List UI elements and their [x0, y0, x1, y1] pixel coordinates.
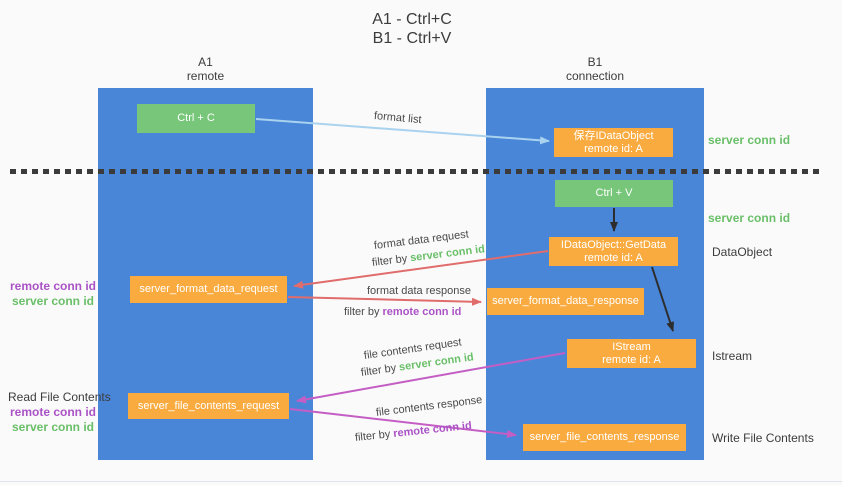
remote-conn-id-text-2: remote conn id	[382, 306, 462, 318]
server-format-data-response-label: server_format_data_response	[492, 295, 639, 307]
server-file-contents-response-label: server_file_contents_response	[529, 431, 680, 443]
remote-conn-id-mid: remote conn id	[10, 279, 97, 293]
annotation-read-file-contents: Read File Contents	[8, 390, 111, 404]
remote-conn-id-bottom: remote conn id	[10, 405, 97, 419]
remote-conn-id-text-4: remote conn id	[392, 419, 473, 440]
istream-line1: IStream	[612, 340, 651, 353]
server-conn-id-left-bottom: server conn id	[11, 420, 94, 434]
lane-a-header: A1 remote	[98, 55, 313, 83]
node-ctrl-v: Ctrl + V	[555, 180, 673, 207]
filter-by-text-4: filter by	[354, 428, 394, 444]
ctrl-c-label: Ctrl + C	[177, 112, 215, 124]
filter-by-text-3: filter by	[360, 361, 400, 379]
title-line-b1: B1 - Ctrl+V	[372, 30, 452, 47]
annotation-dataobject: DataObject	[712, 245, 773, 259]
annotation-left-bottom-ids: remote conn id server conn id	[10, 405, 97, 435]
annotation-istream: Istream	[712, 349, 753, 363]
annotation-write-file-contents: Write File Contents	[712, 431, 814, 445]
server-format-data-request-label: server_format_data_request	[139, 283, 278, 295]
edge-label-format-data-response: format data response	[367, 285, 471, 297]
title-line-a1: A1 - Ctrl+C	[372, 11, 452, 28]
node-save-idataobject: 保存IDataObject remote id: A	[554, 128, 673, 157]
server-file-contents-request-label: server_file_contents_request	[137, 399, 280, 412]
edge-label-format-list: format list	[373, 110, 423, 127]
edge-label-filter-remote-4: filter by remote conn id	[354, 420, 472, 444]
lane-b-name: B1	[587, 55, 603, 69]
node-getdata: IDataObject::GetData remote id: A	[549, 237, 678, 266]
getdata-line2: remote id: A	[584, 251, 643, 264]
node-istream: IStream remote id: A	[567, 339, 696, 368]
diagram-title: A1 - Ctrl+C B1 - Ctrl+V	[0, 10, 824, 48]
filter-by-text-2: filter by	[344, 306, 383, 318]
save-idataobject-line1: 保存IDataObject	[573, 129, 654, 142]
lane-b-subtitle: connection	[565, 69, 625, 83]
lane-a-name: A1	[198, 55, 213, 69]
ctrl-v-label: Ctrl + V	[595, 187, 633, 199]
server-conn-id-left-mid: server conn id	[11, 294, 94, 308]
edge-label-filter-remote-2: filter by remote conn id	[344, 306, 461, 318]
server-conn-id-text-1: server conn id	[409, 243, 486, 265]
save-idataobject-line2: remote id: A	[584, 142, 643, 155]
lane-b-header: B1 connection	[486, 55, 704, 83]
node-server-file-contents-request: server_file_contents_request	[128, 393, 289, 419]
dashed-separator	[10, 169, 824, 174]
annotation-server-conn-id-top: server conn id	[708, 133, 791, 147]
bottom-edge-line	[0, 481, 842, 482]
lane-a-subtitle: remote	[186, 69, 225, 83]
node-server-file-contents-response: server_file_contents_response	[523, 424, 686, 451]
getdata-line1: IDataObject::GetData	[560, 238, 667, 251]
node-server-format-data-request: server_format_data_request	[130, 276, 287, 303]
node-ctrl-c: Ctrl + C	[137, 104, 255, 133]
annotation-left-mid-ids: remote conn id server conn id	[10, 279, 97, 309]
filter-by-text-1: filter by	[371, 252, 411, 269]
edge-label-file-contents-response: file contents response	[375, 394, 483, 419]
node-server-format-data-response: server_format_data_response	[487, 288, 644, 315]
annotation-server-conn-id-mid: server conn id	[708, 211, 791, 225]
istream-line2: remote id: A	[602, 353, 661, 366]
arrow-format-data-response	[287, 296, 482, 306]
